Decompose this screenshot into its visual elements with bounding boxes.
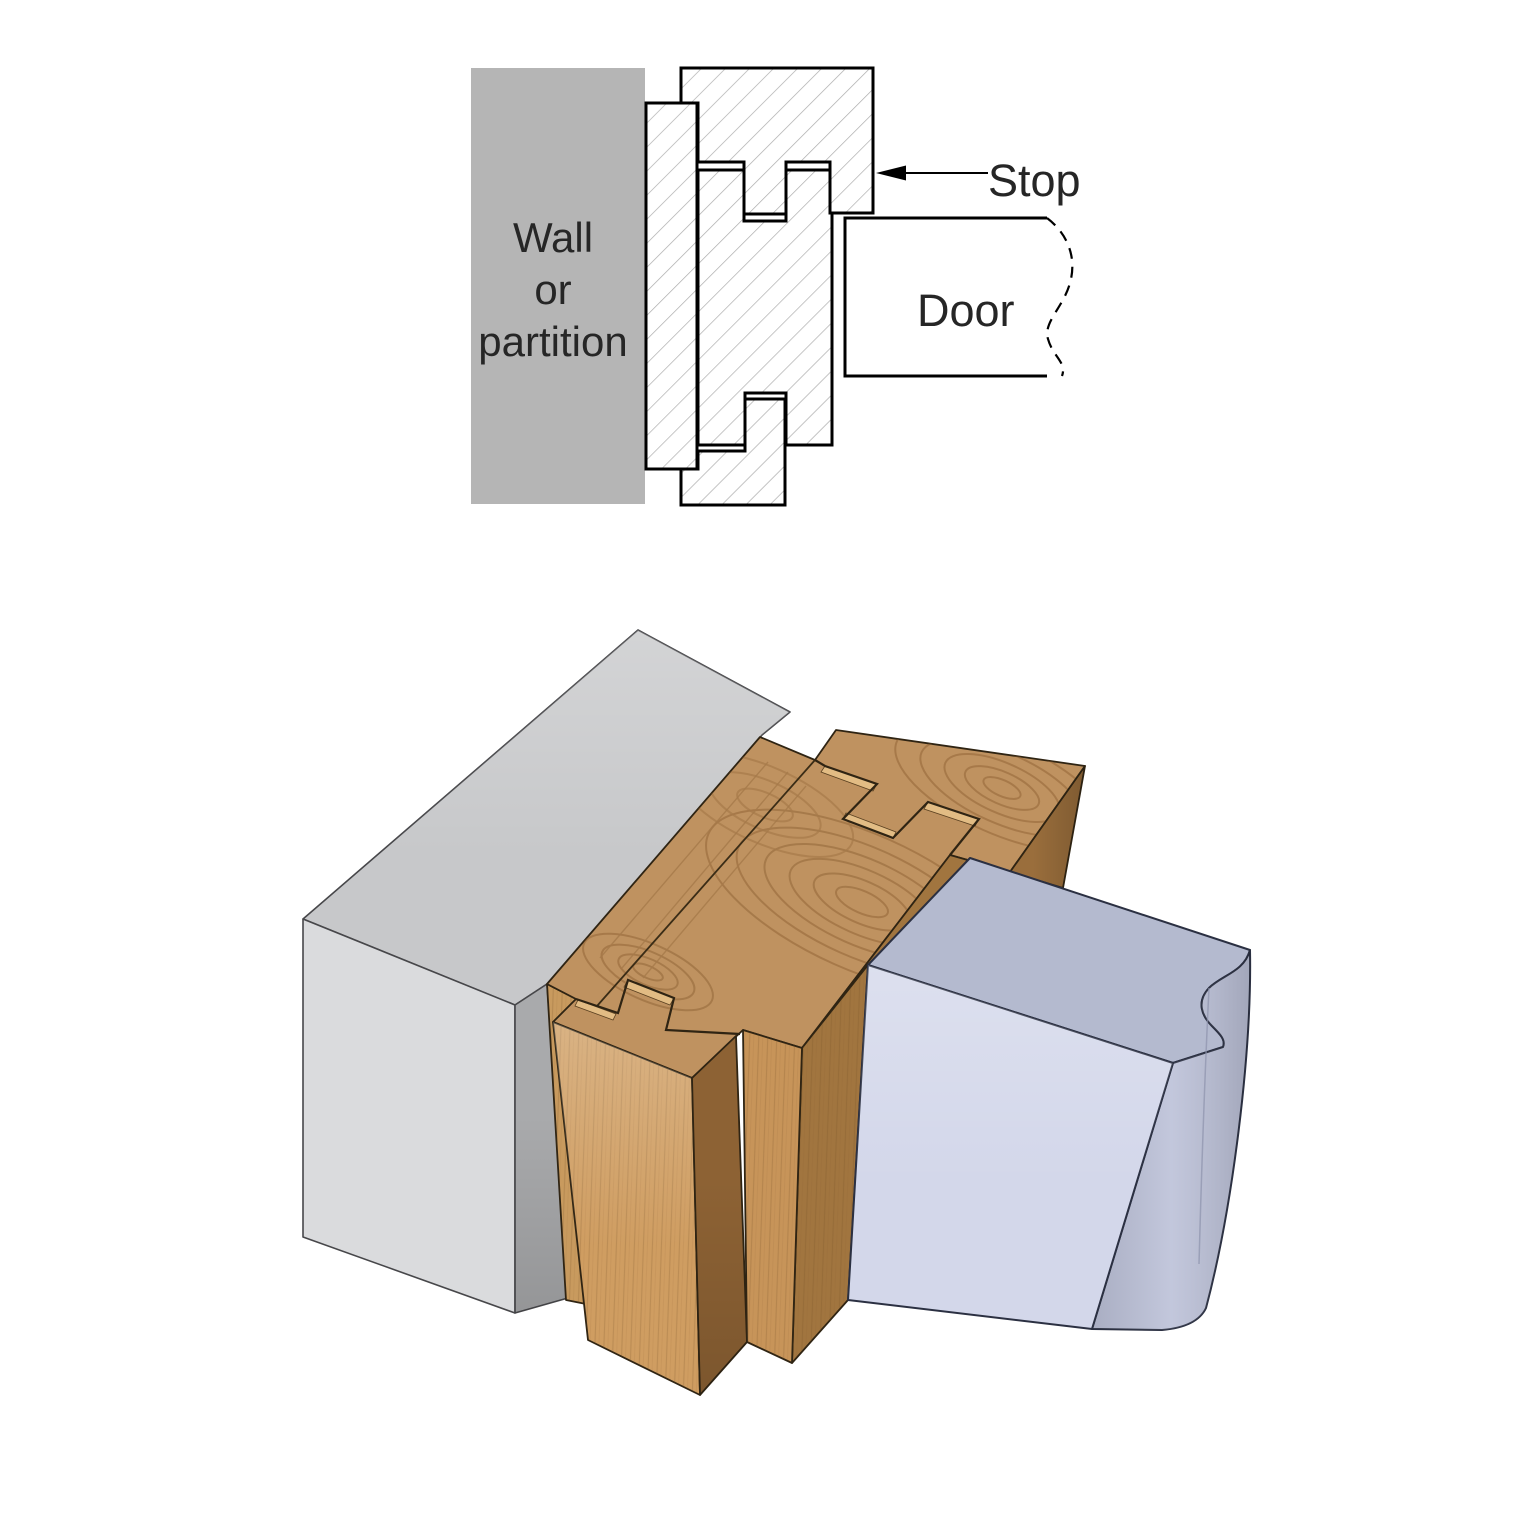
wood-top-3d [546, 729, 1086, 1079]
arrowhead-icon [876, 165, 906, 181]
stop-section [679, 66, 875, 216]
door-cove-crease [1198, 987, 1210, 1265]
jamb-side-3d [791, 765, 1086, 1364]
wall-block-3d [302, 629, 791, 1314]
jamb-side-grain [792, 965, 868, 1363]
wall-label-line1: Wall [513, 214, 593, 261]
pillar-side-shade [692, 1036, 747, 1395]
pillar-front-shade [553, 1022, 700, 1395]
board-jamb-seam [596, 759, 816, 1007]
door-side-shade [1092, 950, 1251, 1330]
wall-top-shade [303, 630, 790, 1005]
stop-side-shade [1010, 766, 1085, 888]
end-grain-rings [582, 730, 1085, 1012]
door-front-shade [848, 965, 1173, 1329]
pillar-3d [552, 1021, 748, 1396]
section-diagram: Wall or partition [471, 66, 1081, 507]
wall-side-shade [515, 984, 568, 1313]
bottom-piece-section [679, 397, 787, 507]
door-block-3d [847, 857, 1252, 1331]
stop-label: Stop [988, 155, 1081, 206]
near-joint-channel [574, 978, 741, 1036]
middle-pillar-grain [743, 1030, 802, 1363]
jamb-section [696, 168, 834, 447]
board-section [644, 101, 699, 471]
middle-pillar-3d [742, 1029, 803, 1364]
render-3d [302, 629, 1252, 1396]
door-section: Door [843, 216, 1074, 378]
stop-callout: Stop [876, 155, 1081, 206]
door-label: Door [917, 285, 1015, 336]
far-joint-channel [814, 759, 981, 856]
wall-label-line2: or [534, 266, 571, 313]
door-break-line [1046, 217, 1074, 377]
wall-label-line3: partition [478, 318, 627, 365]
wall-section [471, 68, 645, 504]
door-solid-edges [843, 216, 1047, 378]
wall-label: Wall or partition [478, 214, 627, 365]
